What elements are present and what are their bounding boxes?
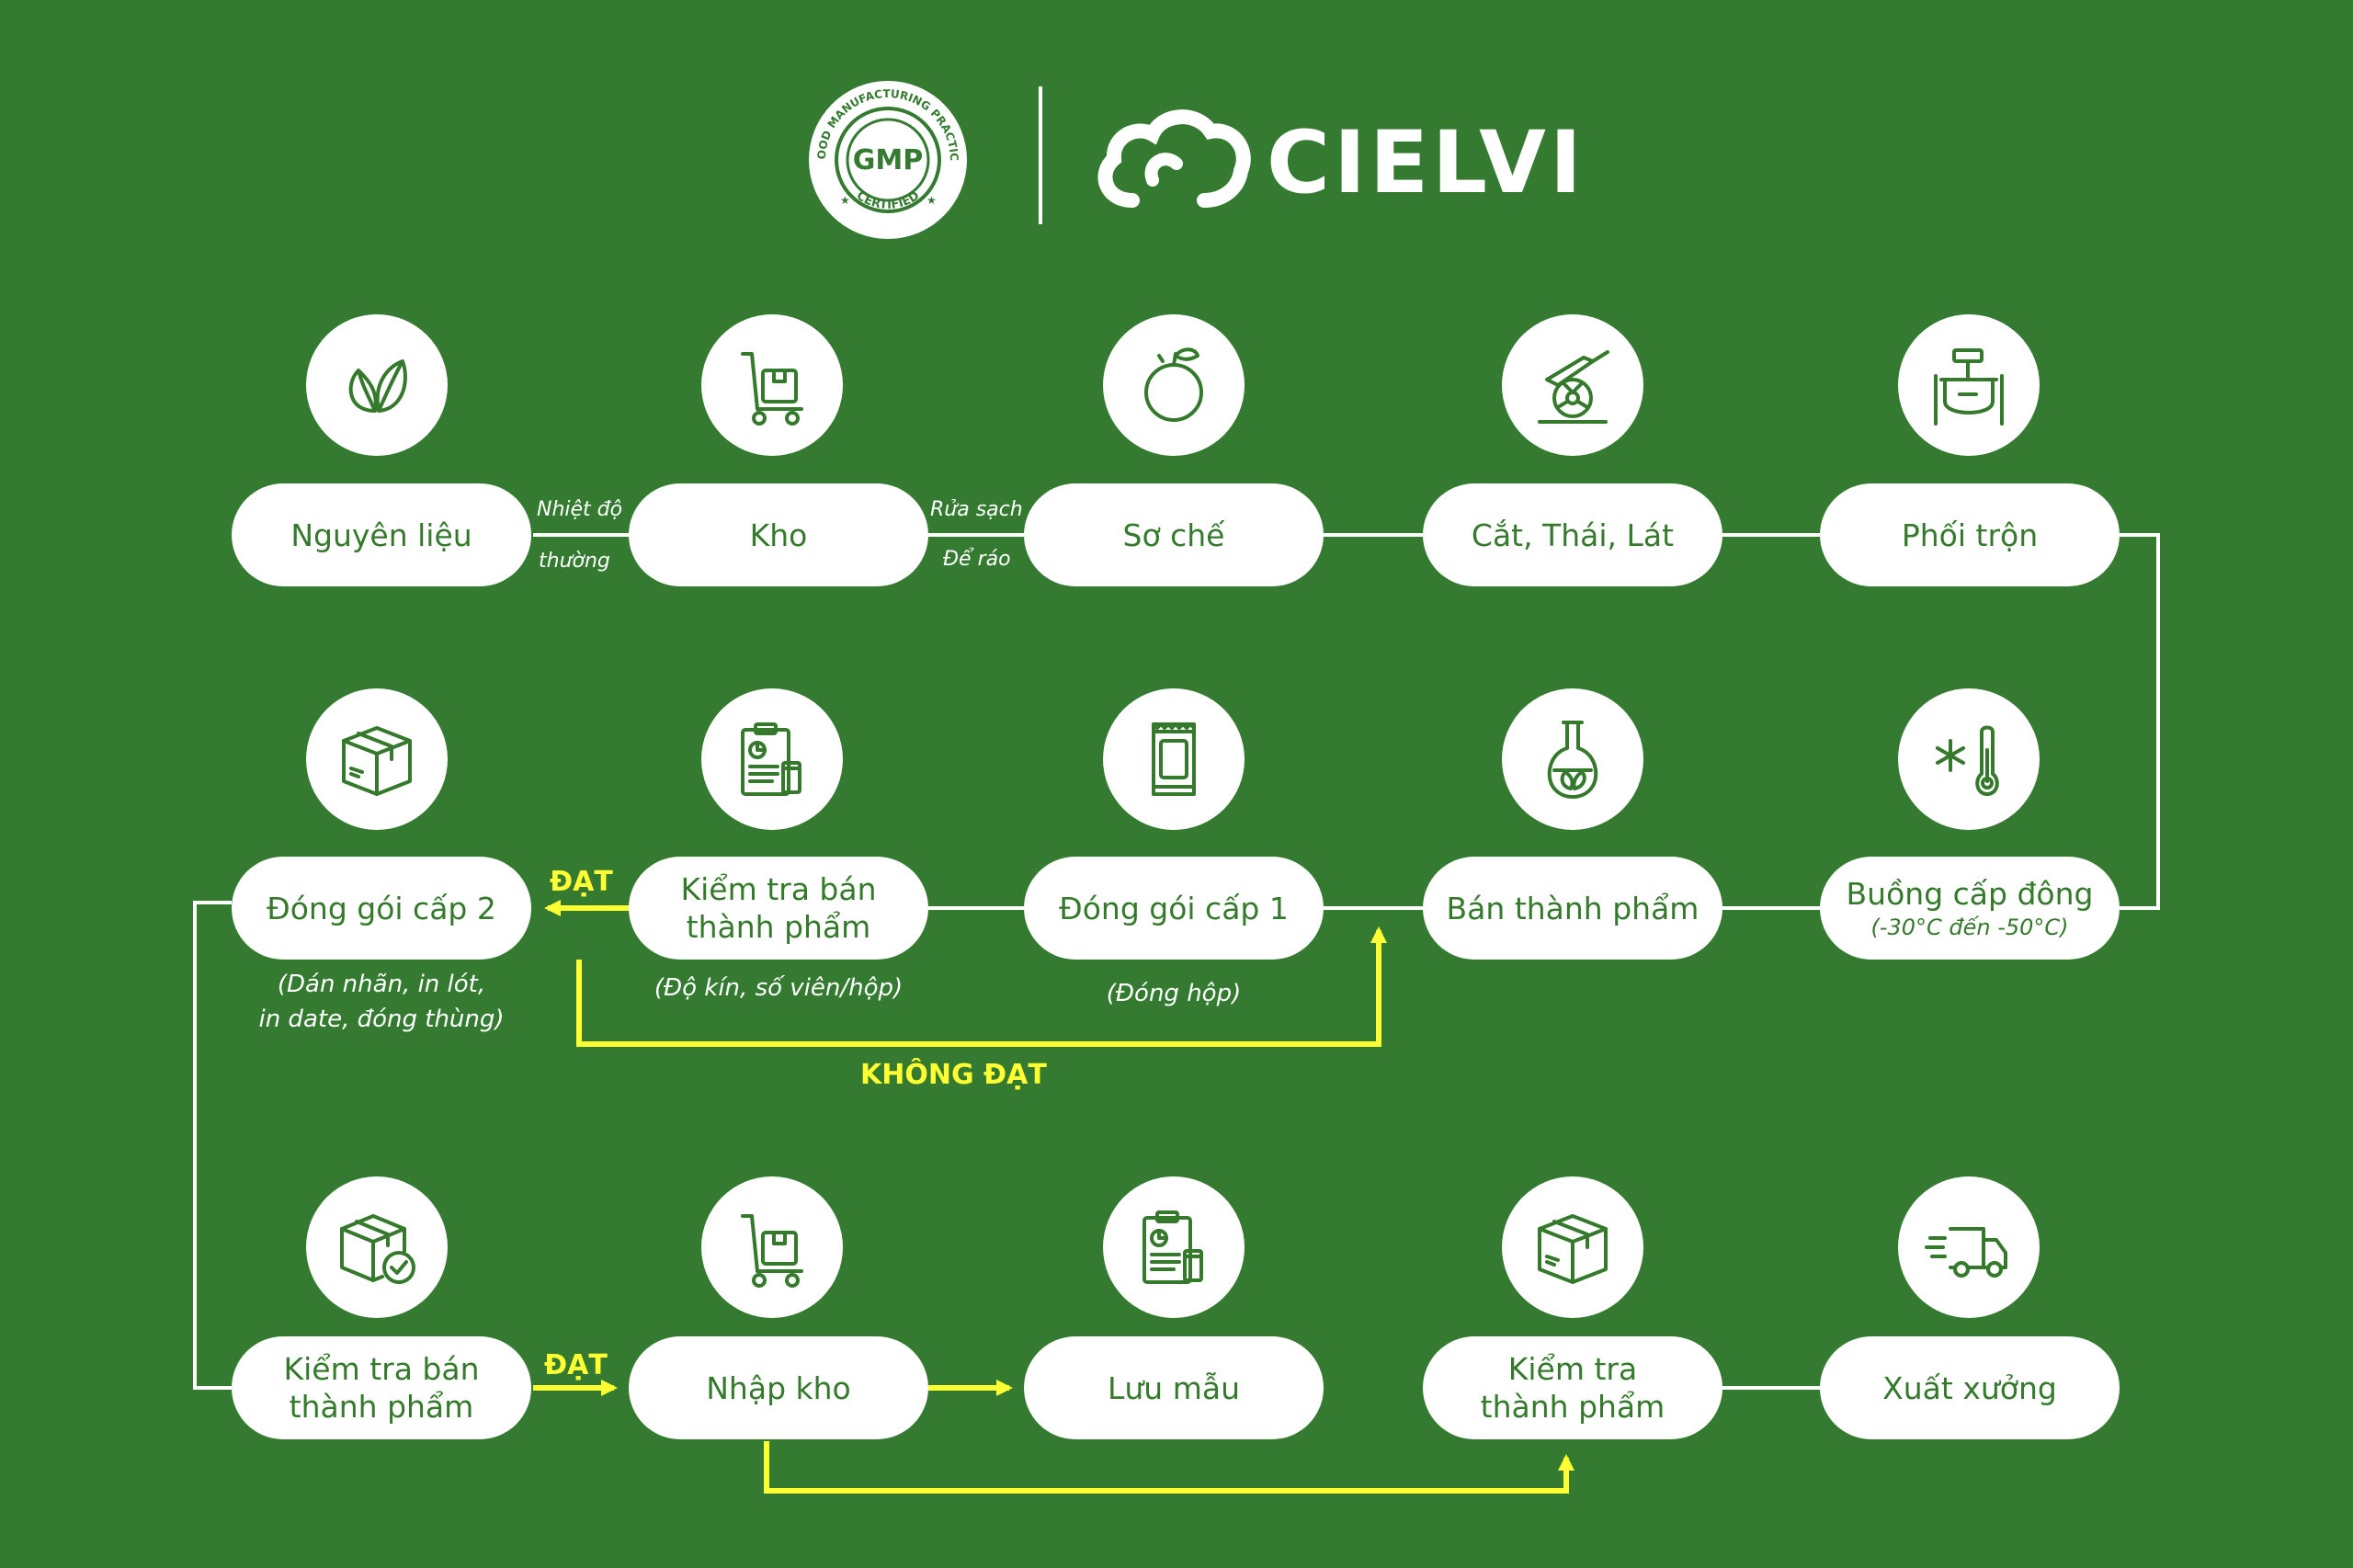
snowflake-thermometer-icon — [1936, 725, 1999, 796]
step-label: Đóng gói cấp 1 — [1059, 890, 1289, 926]
step-icon-kiem-tra-2 — [306, 1176, 448, 1318]
label-khong-dat: KHÔNG ĐẠT — [860, 1059, 1047, 1091]
snack-pack-icon — [1152, 722, 1196, 796]
step-label: Sơ chế — [1122, 517, 1225, 553]
leaf-icon — [348, 359, 407, 413]
label-dat-1: ĐẠT — [550, 866, 613, 898]
note-dong-goi-cap-2: (Dán nhãn, in lót, in date, đóng thùng) — [232, 967, 531, 1037]
step-so-che: Sơ chế — [1024, 483, 1324, 586]
step-icon-phoi-tron — [1898, 314, 2040, 456]
step-label: Cắt, Thái, Lát — [1471, 517, 1675, 553]
step-icon-nhap-kho — [701, 1176, 843, 1318]
step-xuat-xuong: Xuất xưởng — [1820, 1336, 2120, 1439]
step-icon-so-che — [1103, 314, 1245, 456]
step-phoi-tron: Phối trộn — [1820, 483, 2120, 586]
knife-slicer-icon — [1538, 350, 1609, 424]
clipboard-report-icon — [741, 722, 801, 796]
step-icon-kiem-tra-thanh-pham — [1502, 1176, 1643, 1318]
line-phoitron-capdong — [2120, 533, 2160, 910]
svg-text:★: ★ — [840, 194, 850, 207]
step-dong-goi-cap-2: Đóng gói cấp 2 — [232, 857, 531, 960]
step-icon-dong-goi-cap-2 — [306, 688, 448, 830]
note-dong-goi-cap-1: (Đóng hộp) — [1106, 980, 1242, 1007]
note-thuong: thường — [539, 550, 610, 573]
step-buong-cap-dong: Buồng cấp đông (-30°C đến -50°C) — [1820, 857, 2120, 960]
step-label: Nguyên liệu — [290, 517, 472, 553]
step-label-line-2: thành phẩm — [289, 1389, 474, 1425]
step-icon-kho — [701, 314, 843, 456]
step-label: Đóng gói cấp 2 — [267, 890, 496, 926]
svg-text:★: ★ — [926, 194, 937, 207]
orange-fruit-icon — [1144, 347, 1203, 422]
step-icon-kiem-tra-1 — [701, 688, 843, 830]
step-label-line-1: Kiểm tra bán — [680, 871, 877, 907]
note-rua-sach: Rửa sạch — [930, 498, 1023, 521]
step-icon-ban-thanh-pham — [1502, 688, 1643, 830]
step-icon-nguyen-lieu — [306, 314, 448, 456]
warehouse-trolley-icon — [741, 1214, 803, 1288]
step-label: Lưu mẫu — [1108, 1369, 1240, 1406]
header: GOOD MANUFACTURING PRACTICE CERTIFIED GM… — [0, 0, 2353, 276]
step-cat-thai-lat: Cắt, Thái, Lát — [1423, 483, 1722, 586]
step-kiem-tra-ban-thanh-pham-2: Kiểm tra bán thành phẩm — [232, 1336, 531, 1439]
clipboard-report-icon — [1142, 1210, 1203, 1284]
delivery-truck-icon — [1925, 1227, 2007, 1278]
note-line-2: in date, đóng thùng) — [258, 1006, 505, 1033]
note-line-1: (Dán nhãn, in lót, — [277, 971, 486, 998]
cardboard-box-icon — [1538, 1214, 1608, 1284]
step-kiem-tra-thanh-pham: Kiểm tra thành phẩm — [1423, 1336, 1722, 1439]
step-dong-goi-cap-1: Đóng gói cấp 1 — [1024, 857, 1324, 960]
step-icon-buong-cap-dong — [1898, 688, 2040, 830]
step-label-line-2: thành phẩm — [1480, 1389, 1665, 1425]
arrow-khong-dat — [576, 926, 1387, 1047]
step-icon-cat-thai-lat — [1502, 314, 1643, 456]
header-divider — [1039, 86, 1042, 224]
note-kiem-tra-1: (Độ kín, số viên/hộp) — [654, 974, 904, 1002]
flask-leaf-icon — [1547, 721, 1598, 799]
step-ban-thanh-pham: Bán thành phẩm — [1423, 857, 1722, 960]
step-kiem-tra-ban-thanh-pham-1: Kiểm tra bán thành phẩm — [629, 857, 928, 960]
cardboard-box-icon — [342, 726, 412, 796]
step-label: Buồng cấp đông — [1846, 875, 2094, 912]
step-icon-luu-mau — [1103, 1176, 1245, 1318]
step-nguyen-lieu: Nguyên liệu — [232, 483, 531, 586]
arrow-nhapkho-kiemtra — [764, 1441, 1574, 1494]
step-kho: Kho — [629, 483, 928, 586]
step-label: Phối trộn — [1901, 517, 2039, 553]
step-icon-xuat-xuong — [1898, 1176, 2040, 1318]
box-check-icon — [340, 1214, 415, 1284]
cloud-logo-icon — [1097, 109, 1251, 208]
step-label: Nhập kho — [706, 1369, 851, 1406]
gmp-badge-text: GMP — [853, 144, 923, 176]
gmp-badge-icon: GOOD MANUFACTURING PRACTICE CERTIFIED GM… — [805, 77, 967, 239]
step-label: Bán thành phẩm — [1446, 890, 1699, 926]
step-label: Kho — [749, 517, 808, 553]
step-icon-dong-goi-cap-1 — [1103, 688, 1245, 830]
line-donggoi2-kiemtra2 — [193, 901, 232, 1390]
step-label-line-1: Kiểm tra bán — [283, 1351, 480, 1387]
step-label: Xuất xưởng — [1882, 1369, 2057, 1406]
step-nhap-kho: Nhập kho — [629, 1336, 928, 1439]
step-label-line-2: thành phẩm — [686, 909, 871, 945]
note-de-rao: Để ráo — [943, 548, 1011, 571]
mixer-pot-icon — [1934, 348, 2004, 426]
step-luu-mau: Lưu mẫu — [1024, 1336, 1324, 1439]
label-dat-2: ĐẠT — [544, 1349, 608, 1381]
note-nhiet-do: Nhiệt độ — [537, 498, 623, 521]
warehouse-trolley-icon — [741, 352, 803, 426]
brand-name: CIELVI — [1267, 113, 1586, 213]
step-label-line-1: Kiểm tra — [1507, 1351, 1638, 1387]
step-sub-label: (-30°C đến -50°C) — [1870, 914, 2069, 940]
